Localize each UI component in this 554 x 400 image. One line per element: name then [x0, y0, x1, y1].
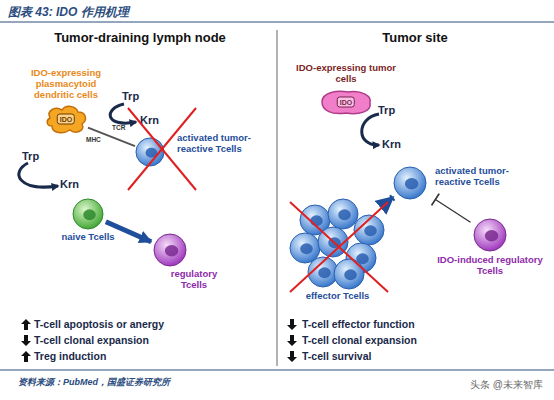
- cell-nucleus: [165, 245, 178, 257]
- cell-nucleus: [300, 243, 313, 254]
- tumor-cell: IDO-expressing tumor cellsIDO: [318, 88, 374, 116]
- caption-rule: [0, 370, 554, 371]
- cell-label: naive Tcells: [58, 232, 118, 243]
- panel-heading: Tumor-draining lymph node: [20, 30, 260, 46]
- cell-label: regulatory Tcells: [159, 269, 229, 291]
- mhc-tcr-contact: [88, 128, 135, 146]
- metabolite-label: Trp: [378, 104, 395, 117]
- watermark: 头条 @未来智库: [470, 379, 543, 391]
- cell-nucleus: [83, 209, 96, 220]
- effect-item: T-cell effector function: [302, 318, 415, 331]
- down-arrow-glyph: [287, 335, 297, 346]
- cell-nucleus: [328, 237, 341, 248]
- effector-t-cell-cluster: effector Tcells: [285, 198, 390, 290]
- cell-label: IDO-induced regulatory Tcells: [435, 255, 545, 277]
- differentiation-arrow: [106, 222, 151, 242]
- metabolism-arrow: [362, 114, 379, 145]
- metabolite-label: Krn: [382, 138, 401, 151]
- cell-body: [47, 106, 85, 132]
- down-arrow-glyph: [287, 319, 297, 330]
- effect-item: T-cell clonal expansion: [34, 334, 149, 347]
- cell-outline: [135, 137, 165, 167]
- cell-nucleus: [146, 148, 158, 158]
- cell-outline: [473, 218, 507, 252]
- regulatory-t-cell: regulatory Tcells: [153, 233, 187, 267]
- cell-label: IDO-expressing tumor cells: [291, 63, 401, 85]
- metabolite-label: Trp: [122, 90, 139, 103]
- down-arrow-glyph: [287, 351, 297, 362]
- cell-nucleus: [405, 178, 418, 190]
- cell-label: effector Tcells: [285, 291, 390, 302]
- cell-body: [474, 219, 506, 251]
- cross-out: [290, 202, 388, 292]
- cell-body: [136, 138, 164, 166]
- cell-body: [308, 257, 338, 287]
- effect-item: T-cell clonal expansion: [302, 334, 417, 347]
- panel-heading: Tumor site: [290, 30, 540, 46]
- cell-body: [73, 199, 103, 229]
- cell-label: activated tumor-reactive Tcells: [177, 133, 259, 155]
- title-rule: [0, 22, 554, 23]
- cell-label: IDO-expressing plasmacytoid dendritic ce…: [16, 68, 116, 101]
- up-arrow-glyph: [21, 351, 31, 362]
- cell-nucleus: [344, 269, 357, 280]
- expansion-arrow: [391, 197, 393, 198]
- receptor-label: MHC: [86, 136, 101, 144]
- dendritic-cell: IDO-expressing plasmacytoid dendritic ce…: [44, 104, 88, 134]
- metabolism-arrow: [110, 104, 136, 123]
- cell-body: [322, 91, 370, 113]
- effect-item: T-cell survival: [302, 350, 371, 363]
- cell-body: [354, 215, 384, 245]
- inhibition-line: [435, 200, 470, 223]
- up-arrow-glyph: [21, 319, 31, 330]
- cell-nucleus: [485, 230, 498, 242]
- enzyme-tag: IDO: [57, 114, 75, 125]
- cell-outline: [72, 198, 104, 230]
- cell-body: [334, 259, 364, 289]
- cell-outline: [393, 166, 427, 200]
- cell-body: [318, 227, 348, 257]
- receptor-label: TCR: [112, 124, 125, 132]
- cell-body: [328, 199, 358, 229]
- metabolite-label: Trp: [22, 150, 39, 163]
- metabolite-label: Krn: [60, 178, 79, 191]
- inhibition-bar: [432, 194, 440, 206]
- cell-body: [394, 167, 426, 199]
- figure-title: 图表 43: IDO 作用机理: [8, 4, 129, 21]
- metabolite-label: Krn: [140, 114, 159, 127]
- cell-nucleus: [338, 209, 351, 220]
- cell-nucleus: [318, 267, 331, 278]
- activated-t-cell: activated tumor-reactive Tcells: [135, 137, 165, 167]
- cross-out: [290, 202, 388, 292]
- naive-t-cell: naive Tcells: [72, 198, 104, 230]
- cell-outline: [285, 198, 390, 290]
- activated-t-cell: activated tumor-reactive Tcells: [393, 166, 427, 200]
- panel-divider: [277, 30, 278, 366]
- effect-item: T-cell apoptosis or anergy: [34, 318, 164, 331]
- down-arrow-glyph: [21, 335, 31, 346]
- cell-outline: [153, 233, 187, 267]
- cell-body: [154, 234, 186, 266]
- effect-item: Treg induction: [34, 350, 106, 363]
- metabolism-arrow: [19, 163, 58, 187]
- induced-regulatory-t-cell: IDO-induced regulatory Tcells: [473, 218, 507, 252]
- cell-nucleus: [364, 225, 377, 236]
- enzyme-tag: IDO: [337, 97, 355, 108]
- cell-nucleus: [310, 215, 323, 226]
- source-caption: 资料来源：PubMed，国盛证券研究所: [18, 376, 170, 389]
- cell-label: activated tumor-reactive Tcells: [435, 166, 530, 188]
